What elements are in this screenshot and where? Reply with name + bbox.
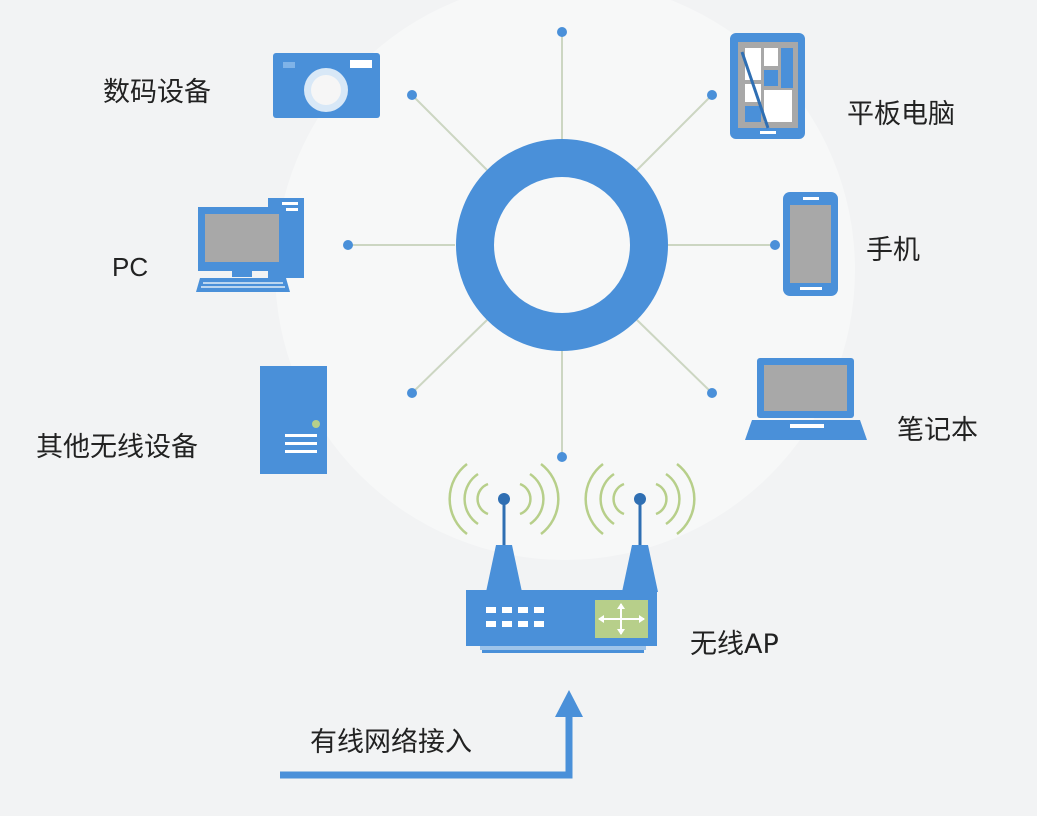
- label-other-devices: 其他无线设备: [36, 432, 198, 463]
- spoke-lines: [348, 32, 775, 457]
- spoke-end-dots: [343, 27, 780, 462]
- wireless-ring-icon: [456, 139, 668, 351]
- dot-bottom: [557, 452, 567, 462]
- tablet-icon: [730, 33, 805, 139]
- label-wired-uplink: 有线网络接入: [310, 727, 472, 758]
- spoke-bottom-left: [411, 319, 488, 394]
- wireless-router-icon: [448, 463, 696, 653]
- dot-top-left: [407, 90, 417, 100]
- camera-icon: [273, 53, 380, 118]
- dot-right: [770, 240, 780, 250]
- desktop-pc-icon: [196, 198, 304, 292]
- dot-left: [343, 240, 353, 250]
- dot-bottom-left: [407, 388, 417, 398]
- spoke-top-left: [411, 94, 488, 171]
- dot-bottom-right: [707, 388, 717, 398]
- label-laptop: 笔记本: [897, 415, 978, 446]
- dot-top-right: [707, 90, 717, 100]
- label-phone: 手机: [866, 235, 920, 266]
- label-tablet: 平板电脑: [847, 99, 955, 130]
- spoke-bottom-right: [636, 319, 713, 394]
- label-camera: 数码设备: [103, 77, 211, 108]
- uplink-arrow-icon: [280, 690, 583, 779]
- spoke-top-right: [636, 94, 713, 171]
- label-pc: PC: [112, 252, 149, 282]
- background-halo: [275, 0, 855, 560]
- label-wireless-ap: 无线AP: [690, 629, 779, 660]
- phone-icon: [783, 192, 838, 296]
- laptop-icon: [745, 358, 867, 440]
- device-box-icon: [260, 366, 327, 474]
- dot-top: [557, 27, 567, 37]
